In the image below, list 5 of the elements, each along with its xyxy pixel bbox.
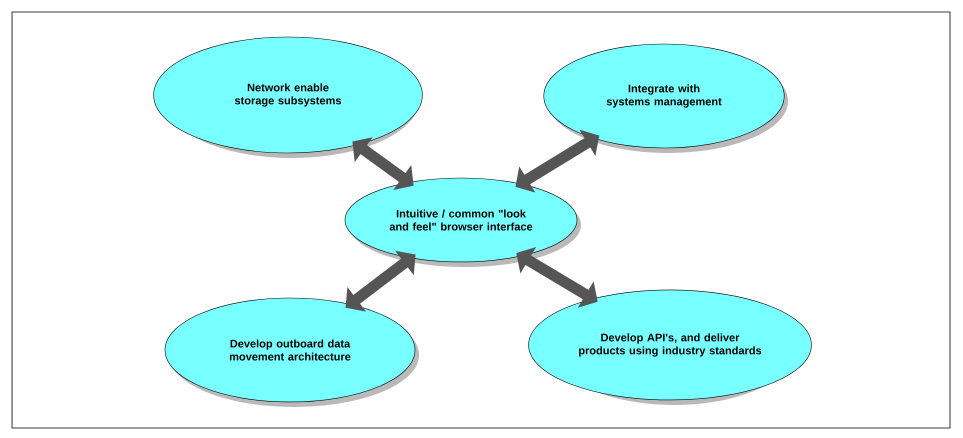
ellipse-node: Develop outboard data movement architecture	[164, 298, 419, 407]
ellipse-node: Network enable storage subsystems	[153, 36, 423, 158]
ellipse-node: Intuitive / common "look and feel" browser interface	[344, 178, 581, 267]
ellipse-node: Integrate with systems management	[544, 44, 788, 153]
ellipse-node: Develop API's, and deliver products using industry standards	[528, 290, 812, 405]
